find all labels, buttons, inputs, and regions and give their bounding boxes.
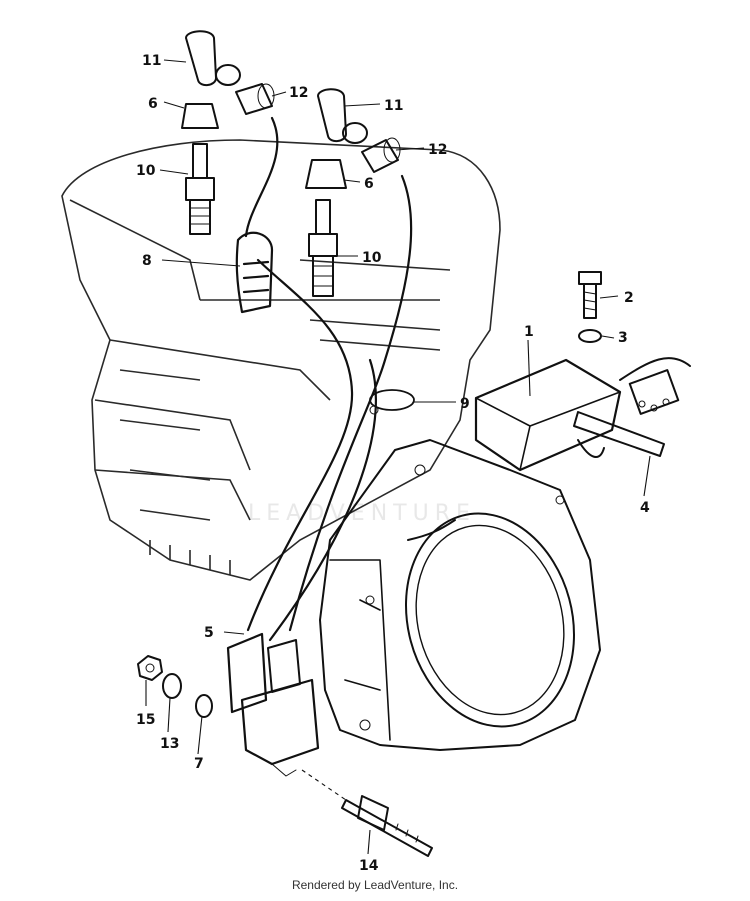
high-tension-leads <box>244 116 456 642</box>
callout-14: 14 <box>359 858 379 874</box>
plug-boot-left <box>181 103 219 129</box>
callout-13: 13 <box>160 736 179 752</box>
callouts: 11 12 6 10 11 12 6 8 10 2 3 1 9 4 5 15 1… <box>136 53 650 874</box>
spark-plug-right <box>308 199 338 297</box>
regulator-unit <box>474 357 691 472</box>
lock-washer <box>162 673 182 699</box>
callout-15: 15 <box>136 712 155 728</box>
wire-connector-right <box>361 137 401 173</box>
mounting-bracket <box>573 411 665 458</box>
leader-lines <box>145 59 651 855</box>
callout-12-left: 12 <box>289 85 308 101</box>
callout-9: 9 <box>460 396 470 412</box>
stud-bolt <box>341 795 433 857</box>
bolt <box>578 271 602 319</box>
watermark: LEADVENTURE <box>248 501 476 526</box>
callout-11-left: 11 <box>142 53 161 69</box>
ignition-coil <box>226 632 320 777</box>
flywheel-housing <box>319 439 601 751</box>
callout-7: 7 <box>194 756 204 772</box>
callout-8: 8 <box>142 253 152 269</box>
callout-2: 2 <box>624 290 634 306</box>
nut <box>137 655 163 681</box>
wire-clip <box>369 389 415 415</box>
callout-12-right: 12 <box>428 142 447 158</box>
callout-11-right: 11 <box>384 98 403 114</box>
plug-boot-right <box>305 159 347 189</box>
washer <box>578 329 602 343</box>
wire-connector-left <box>235 83 275 115</box>
callout-5: 5 <box>204 625 214 641</box>
spark-plug-cap-left <box>185 30 241 86</box>
footer-credit: Rendered by LeadVenture, Inc. <box>291 878 459 892</box>
callout-6-left: 6 <box>148 96 158 112</box>
callout-6-right: 6 <box>364 176 374 192</box>
callout-1: 1 <box>524 324 534 340</box>
spark-plug-left <box>185 143 215 235</box>
callout-10-right: 10 <box>362 250 382 266</box>
flat-washer <box>195 694 213 718</box>
spark-plug-cap-right <box>317 88 368 144</box>
wire-clamp <box>235 231 274 314</box>
callout-3: 3 <box>618 330 628 346</box>
assembly-line <box>301 769 347 801</box>
callout-4: 4 <box>640 500 650 516</box>
callout-10-left: 10 <box>136 163 156 179</box>
